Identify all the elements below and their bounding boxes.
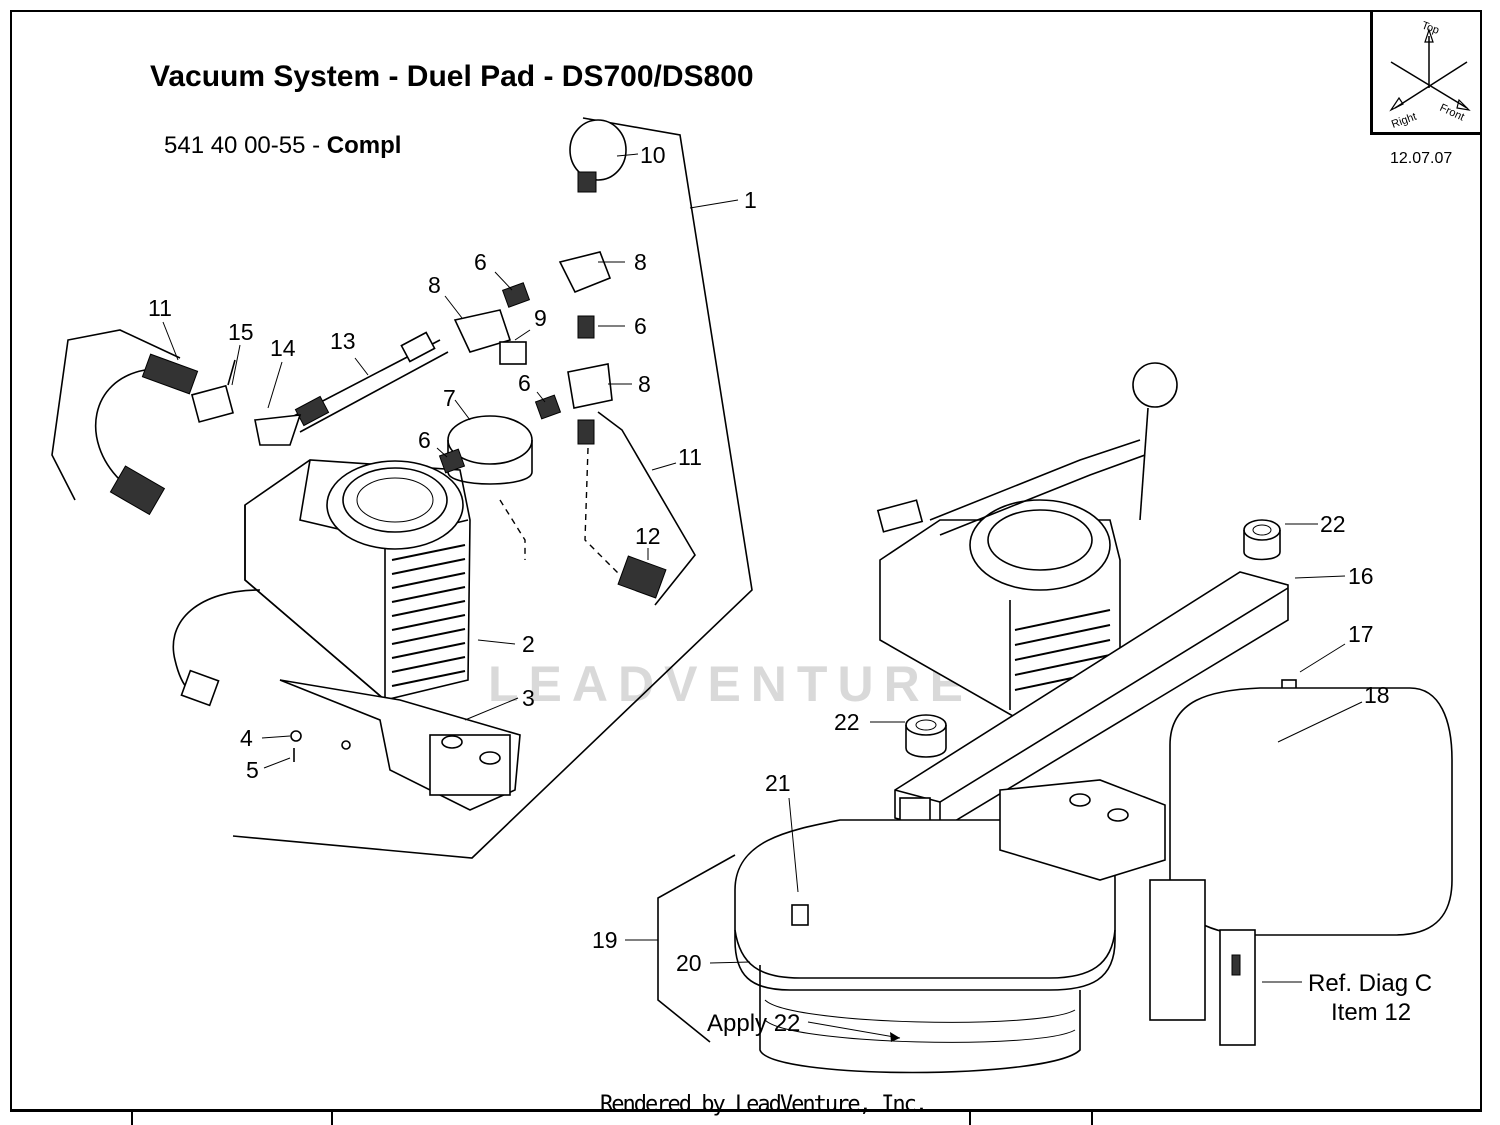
vacuum-pad-right [1169,687,1453,936]
orientation-top-label: Top [1420,20,1441,37]
filter-canister [447,415,533,560]
callout-7: 7 [443,385,456,411]
hose-bracket-11-right [597,411,696,606]
footer-table-rule [10,1109,1482,1125]
callout-5: 5 [246,757,259,783]
callout-9: 9 [534,305,547,331]
spacer-22-top [1243,519,1281,561]
vacuum-pump [172,459,521,811]
leader-lines [162,153,1363,1042]
watermark: LEADVENTURE [488,656,974,712]
callout-8c: 8 [638,371,651,397]
rendered-by-footer: Rendered by LeadVenture, Inc. [600,1092,928,1117]
callout-15: 15 [228,319,254,345]
callout-21: 21 [765,770,791,796]
callout-4: 4 [240,725,253,751]
callout-11b: 11 [678,444,702,470]
callout-13: 13 [330,328,356,354]
pad-mount-frame [999,779,1256,1046]
callout-12: 12 [635,523,661,549]
callout-3: 3 [522,685,535,711]
part-number: 541 40 00-55 - [164,132,327,159]
callout-1: 1 [744,187,757,213]
washer-4 [290,730,302,742]
pad-bracket-19 [657,854,736,1043]
callout-16: 16 [1348,563,1374,589]
callout-8b: 8 [428,272,441,298]
callout-6b: 6 [634,313,647,339]
hose-bracket-11 [51,329,181,501]
callout-17: 17 [1348,621,1374,647]
apply-note: Apply 22 [707,1010,800,1037]
assembly-bracket-1 [232,117,753,859]
callout-19: 19 [592,927,618,953]
callout-10: 10 [640,142,666,168]
part-variant: Compl [326,132,402,159]
callout-11a: 11 [148,295,172,321]
callout-22-bottom: 22 [834,709,860,735]
callout-20: 20 [676,950,702,976]
page-title: Vacuum System - Duel Pad - DS700/DS800 [150,60,754,93]
orientation-indicator: Top Right Front [1370,10,1482,135]
hose-assembly [94,331,449,516]
pump-cooling-grille [391,544,466,687]
callout-6d: 6 [418,427,431,453]
callout-6c: 6 [518,370,531,396]
callout-14: 14 [270,335,296,361]
fittings-stack [438,119,667,599]
callout-6a: 6 [474,249,487,275]
part-number-line: 541 40 00-55 - Compl [164,132,401,160]
ref-diag-line2: Item 12 [1331,999,1411,1026]
vacuum-pad-left [734,819,1116,1074]
drawing-date: 12.07.07 [1390,150,1453,167]
callout-22-top: 22 [1320,511,1346,537]
orientation-axes-icon: Top Right Front [1389,20,1471,131]
installed-pump-view [876,362,1178,721]
callout-18: 18 [1364,682,1390,708]
callout-8a: 8 [634,249,647,275]
spacer-22-bottom [905,714,947,758]
ref-diag-line1: Ref. Diag C [1308,970,1432,997]
callout-2: 2 [522,631,535,657]
